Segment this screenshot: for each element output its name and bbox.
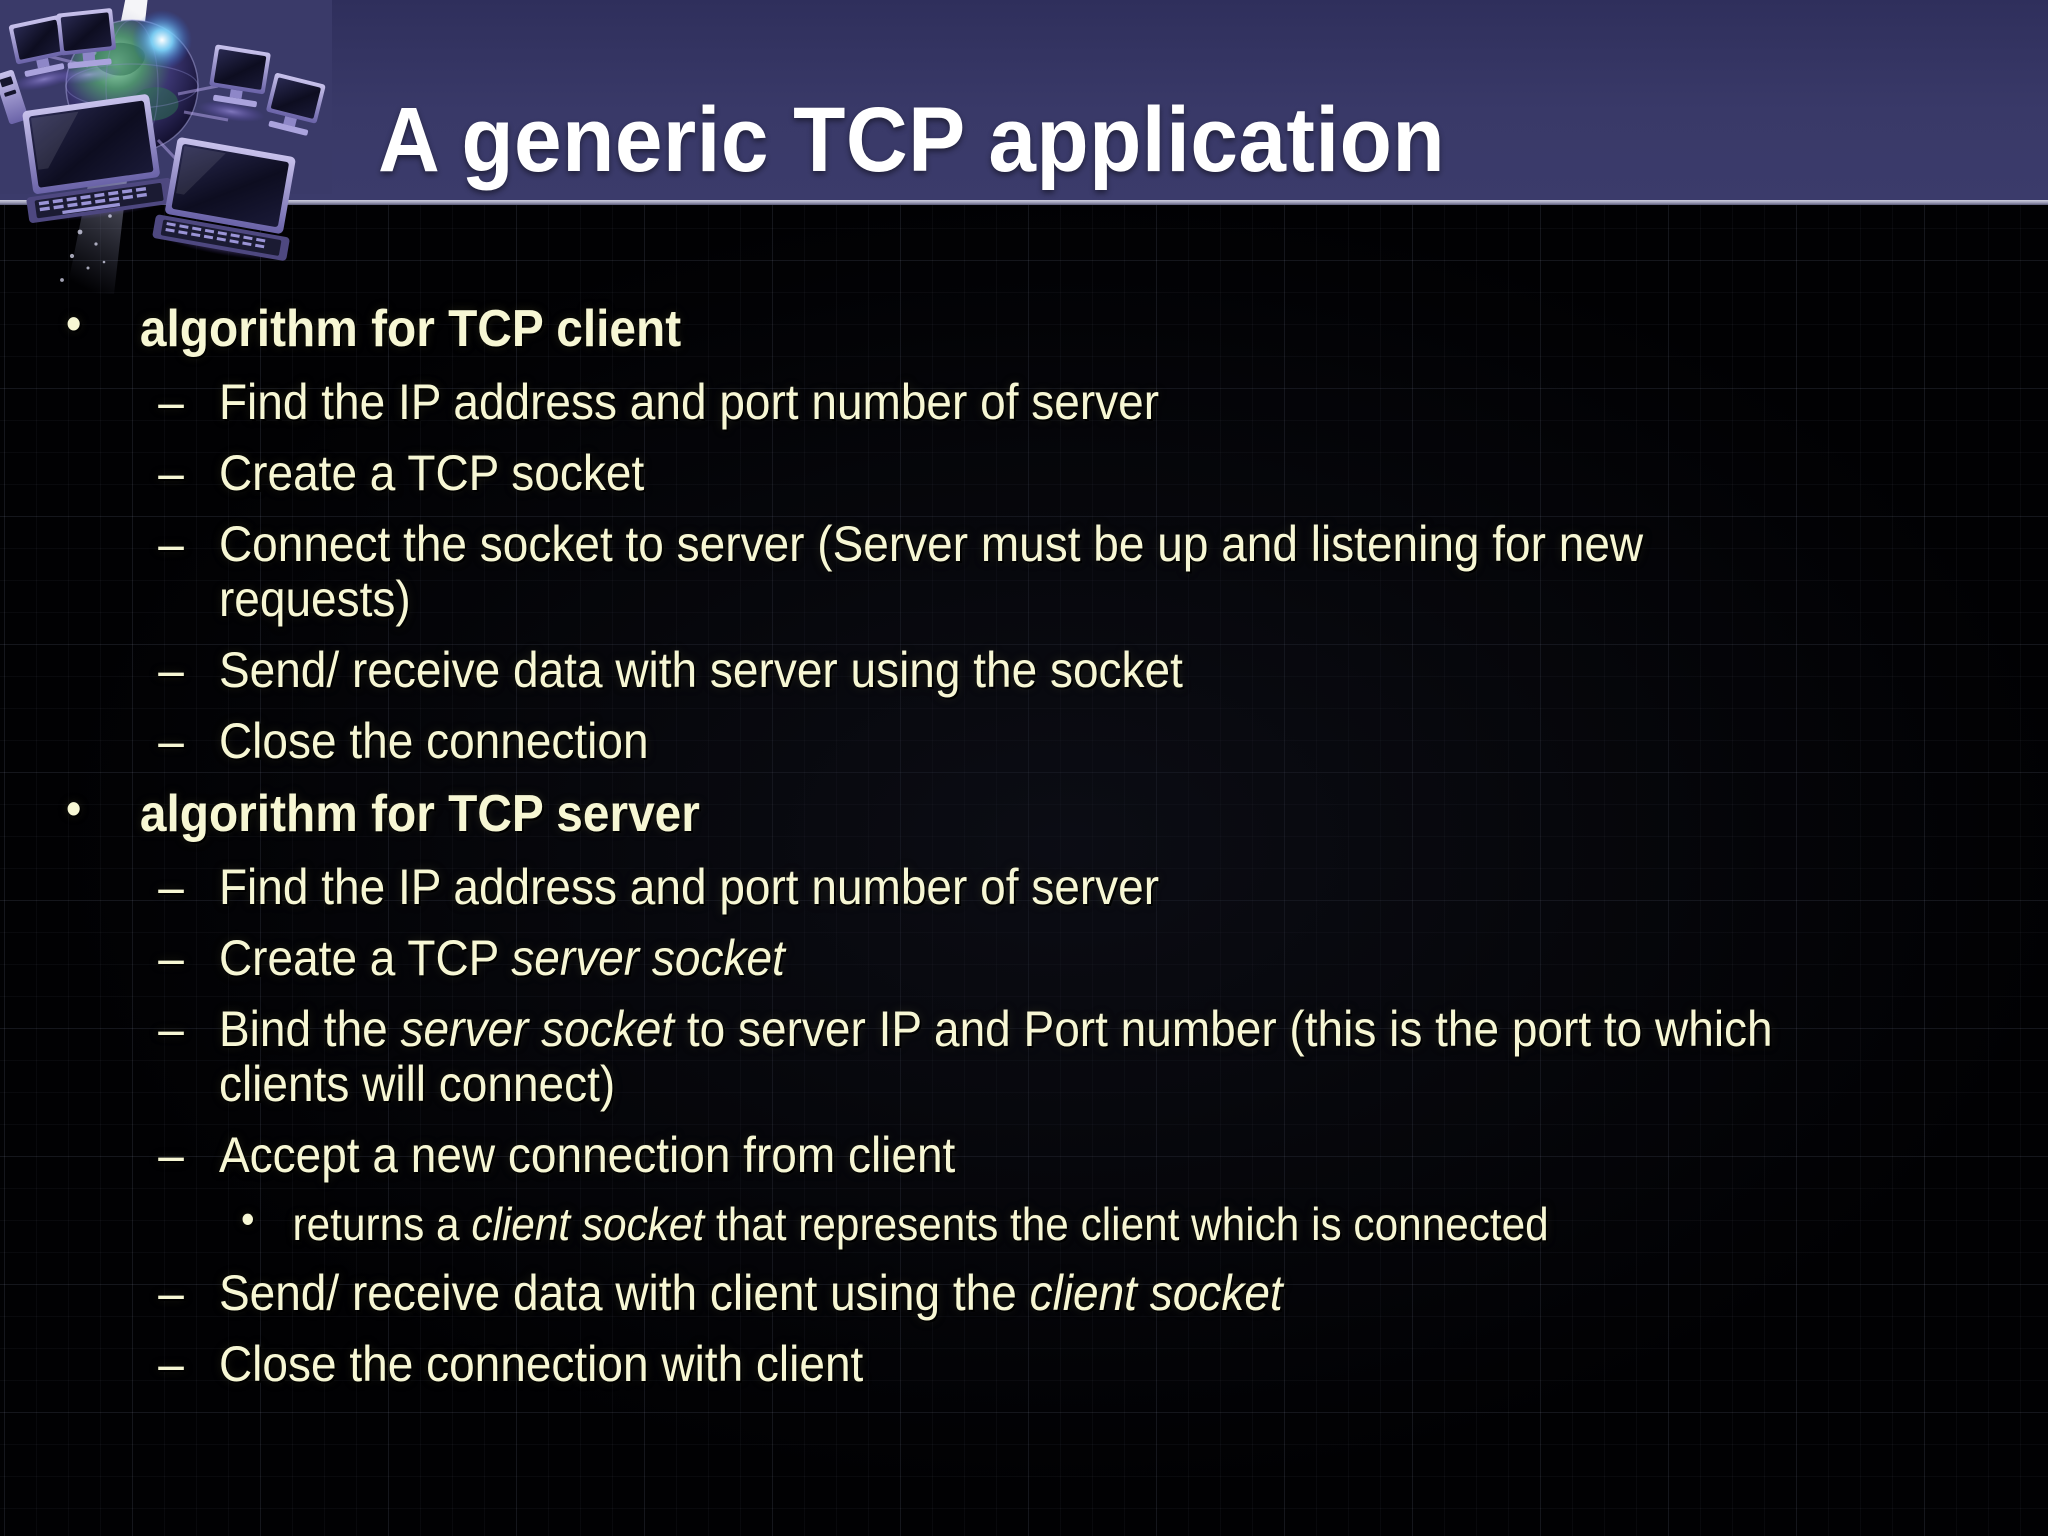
bullet-text: Create a TCP server socket (219, 930, 785, 986)
dash-bullet-icon: – (158, 516, 184, 573)
bullet-item-level-2: –Find the IP address and port number of … (0, 860, 1884, 915)
bullet-text-post: to server IP and Port number (this is th… (218, 1001, 1773, 1113)
bullet-item-level-2: –Create a TCP socket (0, 446, 1884, 501)
round-bullet-icon: • (66, 782, 82, 835)
bullet-text-pre: Send/ receive data with client using the (218, 1265, 1030, 1322)
bullet-text: Send/ receive data with client using the… (219, 1265, 1283, 1321)
page-title: A generic TCP application (378, 88, 1446, 191)
bullet-text-emphasis: server socket (400, 1001, 675, 1058)
dash-bullet-icon: – (158, 1265, 184, 1322)
bullet-item-level-2: –Close the connection (0, 714, 1884, 769)
dash-bullet-icon: – (158, 1001, 184, 1058)
dash-bullet-icon: – (158, 713, 184, 770)
bullet-item-level-3: • returns a client socket that represents… (0, 1195, 1884, 1250)
bullet-text: Bind the server socket to server IP and … (219, 1001, 1773, 1112)
bullet-text: algorithm for TCP server (139, 785, 700, 844)
bullet-text: algorithm for TCP client (139, 300, 682, 358)
bullet-item-level-1: • algorithm for TCP server (0, 782, 1884, 844)
bullet-text: Find the IP address and port number of s… (218, 374, 1160, 431)
bullet-text: Close the connection (218, 713, 649, 770)
bullet-text-emphasis: server socket (511, 930, 785, 987)
bullet-text-pre: Bind the (218, 1001, 401, 1058)
dash-bullet-icon: – (158, 374, 184, 431)
bullet-item-level-2: –Accept a new connection from client (0, 1128, 1884, 1183)
bullet-text: Accept a new connection from client (218, 1127, 956, 1184)
round-bullet-icon: • (241, 1195, 255, 1243)
dash-bullet-icon: – (158, 445, 184, 502)
round-bullet-icon: • (66, 297, 82, 349)
bullet-text: returns a client socket that represents … (293, 1198, 1549, 1250)
bullet-text-emphasis: client socket (471, 1198, 705, 1251)
bullet-text: Close the connection with client (218, 1336, 864, 1393)
dash-bullet-icon: – (158, 859, 184, 916)
dash-bullet-icon: – (158, 930, 184, 987)
bullet-item-level-1: • algorithm for TCP client (0, 297, 1884, 358)
bullet-text: Send/ receive data with server using the… (218, 642, 1183, 699)
bullet-item-level-2: –Send/ receive data with client using th… (0, 1266, 1884, 1321)
bullet-text: Find the IP address and port number of s… (218, 859, 1160, 916)
bullet-text-emphasis: client socket (1029, 1265, 1283, 1322)
dash-bullet-icon: – (158, 1127, 184, 1184)
bullet-item-level-2: –Send/ receive data with server using th… (0, 643, 1884, 698)
slide-body: •algorithm for TCP client–Find the IP ad… (0, 297, 2048, 1408)
bullet-text-pre: returns a (292, 1198, 472, 1251)
slide-header-band: A generic TCP application (0, 0, 2048, 200)
bullet-text: Create a TCP socket (218, 445, 645, 502)
bullet-text-post: that represents the client which is conn… (704, 1198, 1549, 1251)
bullet-text-pre: Create a TCP (218, 930, 512, 987)
bullet-item-level-2: –Find the IP address and port number of … (0, 375, 1884, 430)
header-divider (0, 200, 2048, 205)
bullet-item-level-2: –Close the connection with client (0, 1337, 1884, 1392)
dash-bullet-icon: – (158, 642, 184, 699)
bullet-item-level-2: –Connect the socket to server (Server mu… (0, 517, 1884, 627)
bullet-item-level-2: –Create a TCP server socket (0, 931, 1884, 986)
bullet-item-level-2: –Bind the server socket to server IP and… (0, 1002, 1884, 1112)
dash-bullet-icon: – (158, 1336, 184, 1393)
bullet-text: Connect the socket to server (Server mus… (218, 516, 1644, 628)
